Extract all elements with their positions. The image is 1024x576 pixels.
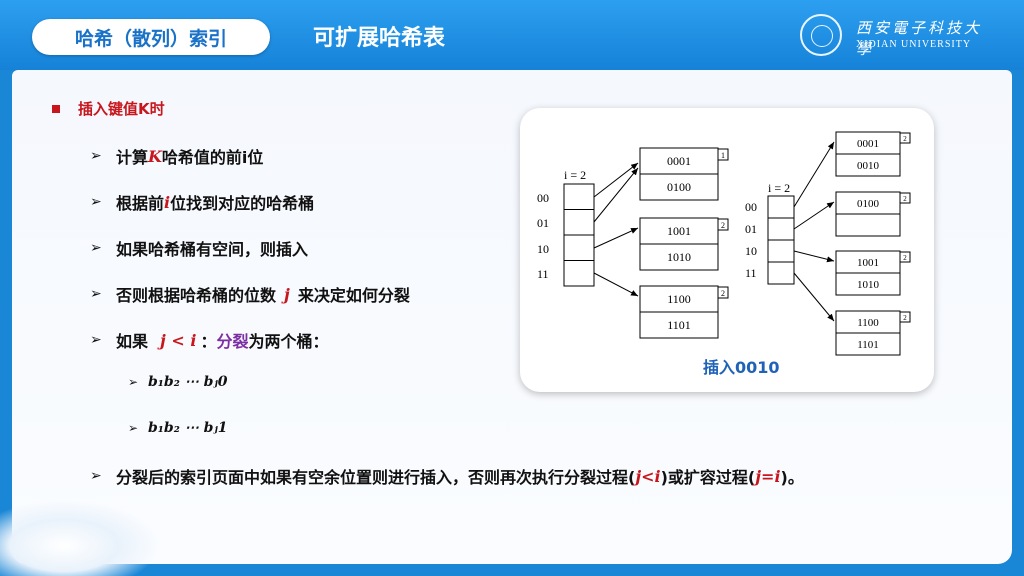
heading-item: 插入键值K时 [52, 98, 165, 119]
bucket-entry: 1010 [667, 250, 691, 264]
item-text: 计算 [116, 148, 149, 167]
split-keyword: 分裂 [216, 332, 249, 351]
sub-item-text: b₁b₂ ⋯ bⱼ1 [148, 420, 228, 436]
bucket-entry: 1101 [857, 339, 879, 351]
condition-text: j < i [160, 330, 197, 350]
arrow-bullet-icon: ➢ [90, 332, 102, 348]
arrow-bullet-icon: ➢ [90, 240, 102, 256]
pointer-arrow [793, 250, 835, 263]
local-depth: 2 [903, 314, 907, 322]
sub-item-text: b₁b₂ ⋯ bⱼ0 [148, 374, 228, 390]
left-depth-label: i = 2 [564, 168, 586, 182]
logo-en-text: XIDIAN UNIVERSITY [856, 39, 972, 50]
bucket-entry: 1010 [857, 279, 880, 291]
list-item: ➢ 否则根据哈希桶的位数 j 来决定如何分裂 [90, 282, 410, 306]
pointer-arrow [793, 201, 835, 230]
item-text: 为两个桶： [248, 332, 329, 351]
bucket-entry: 1001 [667, 224, 691, 238]
bucket-entry: 1101 [667, 318, 691, 332]
item-text: 如果哈希桶有空间，则插入 [116, 240, 309, 259]
dir-slot: 11 [745, 266, 757, 280]
dir-slot: 01 [745, 222, 757, 236]
arrow-bullet-icon: ➢ [90, 148, 102, 164]
item-text: )或扩容过程( [660, 468, 756, 487]
logo-cn-text: 西安電子科技大學 [856, 19, 983, 58]
heading-text: 插入键值K时 [78, 100, 165, 118]
dir-slot: 00 [745, 200, 757, 214]
dir-slot: 01 [537, 216, 549, 230]
local-depth: 2 [721, 221, 725, 230]
pointer-arrow [593, 272, 639, 297]
bucket-entry: 1100 [667, 292, 691, 306]
bucket-entry: 0100 [667, 180, 691, 194]
list-item: ➢ 根据前 i 位找到对应的哈希桶 [90, 190, 314, 214]
section-label: 哈希（散列）索引 [32, 19, 270, 55]
dir-slot: 00 [537, 191, 549, 205]
item-text: 分裂后的索引页面中如果有空余位置则进行插入，否则再次执行分裂过程( [116, 468, 636, 487]
arrow-bullet-icon: ➢ [90, 286, 102, 302]
bucket-entry: 1100 [857, 317, 879, 329]
var-k: K [148, 146, 162, 166]
arrow-bullet-icon: ➢ [128, 421, 139, 435]
list-item: ➢ 分裂后的索引页面中如果有空余位置则进行插入，否则再次执行分裂过程( j<i … [90, 464, 804, 488]
dir-slot: 10 [745, 244, 757, 258]
list-item: ➢ 计算 K 哈希值的前i位 [90, 144, 263, 168]
right-depth-label: i = 2 [768, 181, 790, 195]
item-text: )。 [780, 468, 804, 487]
pointer-arrow [593, 167, 639, 223]
pointer-arrow [593, 162, 639, 198]
var-i: i [164, 192, 171, 212]
item-text: ： [200, 332, 217, 351]
university-logo: 西安電子科技大學 XIDIAN UNIVERSITY [800, 14, 990, 58]
dir-slot: 10 [537, 242, 549, 256]
local-depth: 2 [721, 289, 725, 298]
item-text: 哈希值的前i位 [161, 148, 264, 167]
var-j: j [284, 284, 290, 304]
pointer-arrow [793, 141, 835, 208]
item-text: 位找到对应的哈希桶 [170, 194, 315, 213]
header-bar: 哈希（散列）索引 可扩展哈希表 西安電子科技大學 XIDIAN UNIVERSI… [0, 0, 1024, 70]
local-depth: 2 [903, 135, 907, 143]
item-text: 如果 [116, 332, 149, 351]
cloud-decoration [0, 500, 160, 576]
bucket-entry: 0001 [667, 154, 691, 168]
bucket-entry: 1001 [857, 257, 879, 269]
bucket-entry: 0001 [857, 138, 879, 150]
sub-list-item: ➢ b₁b₂ ⋯ bⱼ1 [128, 420, 228, 436]
diagram-caption: 插入0010 [703, 358, 780, 377]
list-item: ➢ 如果哈希桶有空间，则插入 [90, 236, 308, 260]
bucket-entry: 0100 [857, 198, 880, 210]
square-bullet-icon [52, 104, 60, 113]
local-depth: 1 [721, 151, 725, 160]
item-text: 来决定如何分裂 [297, 286, 410, 305]
condition-text: j<i [635, 466, 661, 486]
hash-diagram-panel: i = 2 00 01 10 11 0001 0100 1 1001 1010 … [520, 108, 934, 392]
page-title: 可扩展哈希表 [313, 26, 446, 51]
list-item: ➢ 如果 j < i ： 分裂 为两个桶： [90, 328, 328, 352]
hash-diagram-svg: i = 2 00 01 10 11 0001 0100 1 1001 1010 … [537, 131, 911, 356]
arrow-bullet-icon: ➢ [90, 194, 102, 210]
local-depth: 2 [903, 195, 907, 203]
pointer-arrow [593, 227, 639, 249]
local-depth: 2 [903, 254, 907, 262]
item-text: 否则根据哈希桶的位数 [116, 286, 277, 305]
arrow-bullet-icon: ➢ [128, 375, 139, 389]
condition-text: j=i [755, 466, 781, 486]
bucket-entry: 0010 [857, 160, 880, 172]
university-seal-icon [800, 14, 842, 56]
pointer-arrow [793, 272, 835, 322]
arrow-bullet-icon: ➢ [90, 468, 102, 484]
sub-list-item: ➢ b₁b₂ ⋯ bⱼ0 [128, 374, 228, 390]
item-text: 根据前 [116, 194, 165, 213]
dir-slot: 11 [537, 267, 549, 281]
